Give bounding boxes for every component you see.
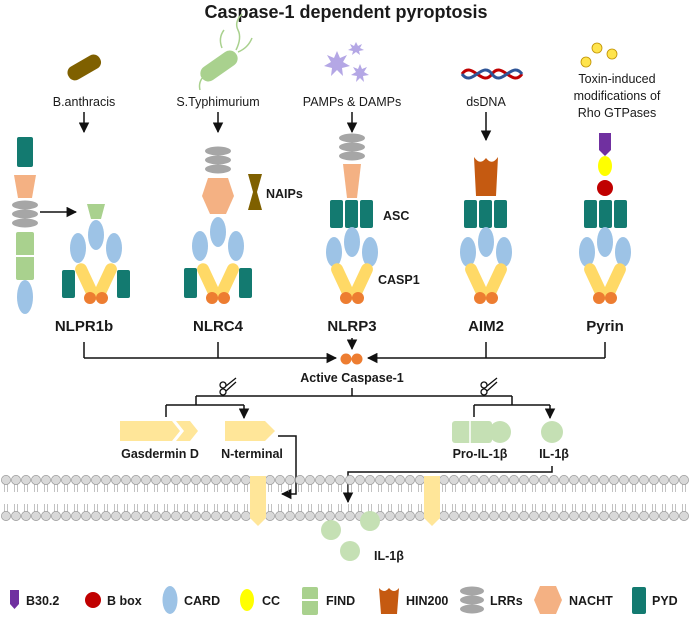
legend-label-hin200: HIN200 xyxy=(406,594,448,608)
gasdermin-pore-left xyxy=(250,476,266,526)
legend-lrr-icon xyxy=(460,586,484,614)
legend-label-nacht: NACHT xyxy=(569,594,613,608)
legend-label-cc: CC xyxy=(262,594,280,608)
nlrp1b-monomer xyxy=(12,137,38,314)
salmonella-icon xyxy=(198,13,253,91)
released-il1b xyxy=(321,511,380,561)
nlrp1b-inflammasome xyxy=(62,204,130,304)
stimulus-label-aim2: dsDNA xyxy=(466,95,506,109)
asc-label: ASC xyxy=(383,209,409,223)
il1b-label: IL-1β xyxy=(539,447,569,461)
arrow-il1b-release xyxy=(342,466,553,504)
inflammasome-name-aim2: AIM2 xyxy=(468,318,504,335)
stimulus-label-nlrp3: PAMPs & DAMPs xyxy=(303,95,401,109)
inflammasome-name-nlrp3: NLRP3 xyxy=(327,318,376,335)
legend-find-icon xyxy=(302,587,318,615)
released-il1b-label: IL-1β xyxy=(374,549,404,563)
legend: B30.2 B box CARD CC FIND HIN200 LRRs NAC… xyxy=(10,586,678,615)
legend-label-lrr: LRRs xyxy=(490,594,523,608)
nlrc4-inflammasome xyxy=(184,146,252,304)
convergence-lines xyxy=(83,338,606,364)
naips-icon xyxy=(248,174,262,210)
stimulus-label-nlrc4: S.Typhimurium xyxy=(176,95,259,109)
scissors-icon-left xyxy=(219,377,237,396)
inflammasome-name-nlrp1b: NLPR1b xyxy=(55,318,113,335)
inflammasome-name-pyrin: Pyrin xyxy=(586,318,624,335)
n-terminal-label: N-terminal xyxy=(221,447,283,461)
legend-cc-icon xyxy=(240,589,254,611)
pro-il1b-icon xyxy=(452,421,511,443)
cleavage-branches xyxy=(165,388,556,420)
legend-card-icon xyxy=(162,586,178,614)
toxin-icon xyxy=(580,42,618,68)
legend-label-bbox: B box xyxy=(107,594,142,608)
legend-pyd-icon xyxy=(632,587,646,614)
stimulus-label-pyrin-3: Rho GTPases xyxy=(578,106,657,120)
il1b-icon xyxy=(541,421,563,443)
nlrp3-inflammasome xyxy=(326,133,378,304)
stimulus-label-pyrin-1: Toxin-induced xyxy=(578,72,655,86)
cell-membrane xyxy=(1,475,689,521)
pro-il1b-label: Pro-IL-1β xyxy=(453,447,508,461)
stimulus-label-nlrp1b: B.anthracis xyxy=(53,95,116,109)
pamps-damps-icon xyxy=(324,42,369,82)
n-terminal-icon xyxy=(225,421,275,441)
dsdna-icon xyxy=(460,68,524,80)
diagram-title: Caspase-1 dependent pyroptosis xyxy=(204,2,487,22)
active-caspase-1-icon xyxy=(340,353,363,365)
legend-nacht-icon xyxy=(534,586,562,614)
aim2-inflammasome xyxy=(460,157,512,304)
naips-label: NAIPs xyxy=(266,187,303,201)
legend-label-find: FIND xyxy=(326,594,355,608)
arrow-n-terminal-membrane xyxy=(278,435,297,500)
gasdermin-d-label: Gasdermin D xyxy=(121,447,199,461)
scissors-icon-right xyxy=(480,377,498,396)
gasdermin-pore-right xyxy=(424,476,440,526)
casp1-label: CASP1 xyxy=(378,273,420,287)
gasdermin-d-icon xyxy=(120,421,198,441)
bacillus-anthracis-icon xyxy=(67,54,102,81)
legend-label-pyd: PYD xyxy=(652,594,678,608)
stimulus-label-pyrin-2: modifications of xyxy=(574,89,661,103)
inflammasome-name-nlrc4: NLRC4 xyxy=(193,318,244,335)
active-caspase-label: Active Caspase-1 xyxy=(300,371,404,385)
legend-hin200-icon xyxy=(379,588,399,614)
pyrin-inflammasome xyxy=(579,133,631,304)
legend-bbox-icon xyxy=(85,592,101,608)
legend-label-card: CARD xyxy=(184,594,220,608)
legend-label-b302: B30.2 xyxy=(26,594,59,608)
legend-b302-icon xyxy=(10,590,19,609)
